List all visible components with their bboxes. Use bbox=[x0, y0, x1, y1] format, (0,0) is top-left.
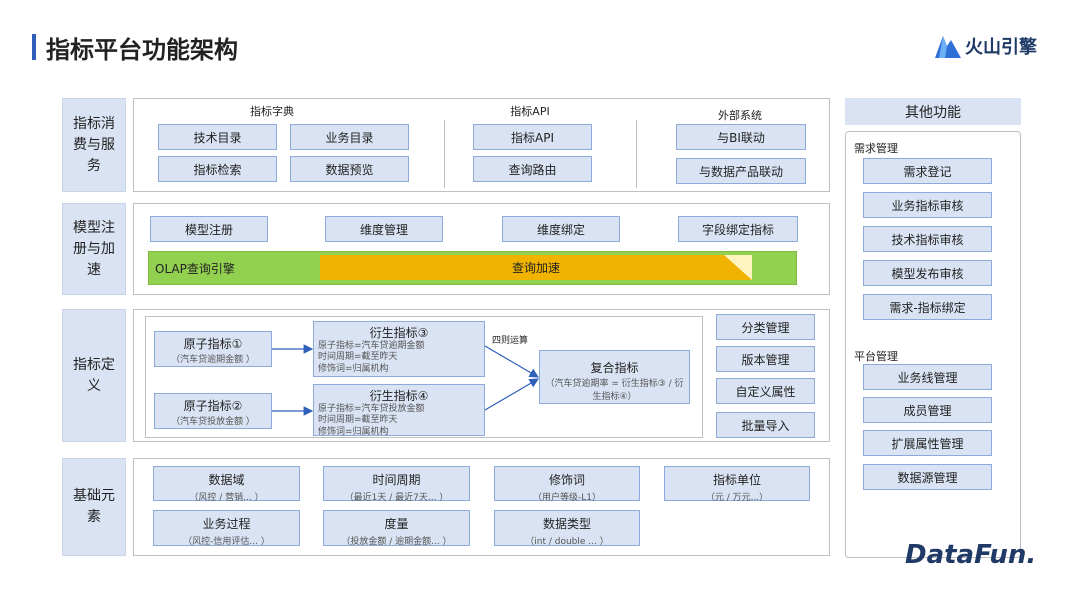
external-title: 外部系统 bbox=[718, 109, 762, 122]
row-label-text: 指标消费与服务 bbox=[73, 115, 115, 174]
other-functions-title: 其他功能 bbox=[905, 104, 961, 121]
atomic-metric-2-sub: （汽车贷投放金额 ） bbox=[171, 417, 255, 427]
requirements-group-label: 需求管理 bbox=[854, 142, 898, 155]
base-item-title: 时间周期 bbox=[372, 473, 421, 487]
base-item-unit[interactable]: 指标单位 （元 / 万元...） bbox=[664, 466, 810, 503]
page-title: 指标平台功能架构 bbox=[46, 36, 238, 64]
composite-metric-sub: （汽车贷逾期率 = 衍生指标③ / 衍生指标④） bbox=[545, 379, 684, 402]
derived-metric-3[interactable]: 衍生指标③ 原子指标=汽车贷逾期金额 时间周期=截至昨天 修饰词=归属机构 bbox=[313, 321, 485, 377]
derived-metric-4-title: 衍生指标④ bbox=[369, 389, 429, 403]
base-item-time-period[interactable]: 时间周期 （最近1天 / 最近7天... ） bbox=[323, 466, 470, 503]
dimension-manage-button[interactable]: 维度管理 bbox=[325, 216, 443, 242]
data-preview-button[interactable]: 数据预览 bbox=[290, 156, 409, 182]
base-item-title: 度量 bbox=[384, 517, 409, 531]
row-label-text: 指标定义 bbox=[73, 356, 115, 394]
derived-metric-3-line: 原子指标=汽车贷逾期金额 bbox=[318, 341, 425, 351]
arrow-derived3-to-composite bbox=[484, 345, 540, 378]
divider bbox=[636, 120, 637, 188]
logo-text: 火山引擎 bbox=[965, 37, 1037, 58]
base-item-sub: （用户等级-L1） bbox=[533, 493, 601, 503]
derived-metric-4-line: 原子指标=汽车贷投放金额 bbox=[318, 404, 425, 414]
bi-link-button[interactable]: 与BI联动 bbox=[676, 124, 806, 150]
olap-label: OLAP查询引擎 bbox=[155, 261, 235, 276]
title-accent-bar bbox=[32, 34, 36, 60]
ops-label: 四则运算 bbox=[492, 336, 529, 346]
datasource-manage-button[interactable]: 数据源管理 bbox=[863, 464, 992, 490]
row-label-model: 模型注册与加速 bbox=[62, 203, 126, 295]
requirement-metric-bind-button[interactable]: 需求-指标绑定 bbox=[863, 294, 992, 320]
derived-metric-4-line: 修饰词=归属机构 bbox=[318, 426, 389, 437]
category-manage-button[interactable]: 分类管理 bbox=[716, 314, 815, 340]
acceleration-label: 查询加速 bbox=[511, 261, 560, 275]
base-item-title: 修饰词 bbox=[548, 473, 585, 487]
composite-metric[interactable]: 复合指标 （汽车贷逾期率 = 衍生指标③ / 衍生指标④） bbox=[539, 350, 690, 404]
derived-metric-3-line: 时间周期=截至昨天 bbox=[318, 352, 398, 363]
base-item-sub: （最近1天 / 最近7天... ） bbox=[344, 493, 449, 503]
base-item-sub: （元 / 万元...） bbox=[705, 493, 769, 503]
base-item-sub: （投放金额 / 逾期金额... ） bbox=[341, 537, 452, 547]
query-routing-button[interactable]: 查询路由 bbox=[473, 156, 592, 182]
atomic-metric-2-title: 原子指标② bbox=[183, 399, 243, 413]
atomic-metric-2[interactable]: 原子指标② （汽车贷投放金额 ） bbox=[154, 393, 272, 429]
derived-metric-4[interactable]: 衍生指标④ 原子指标=汽车贷投放金额 时间周期=截至昨天 修饰词=归属机构 bbox=[313, 384, 485, 437]
arrow-derived4-to-composite bbox=[484, 378, 540, 411]
api-title: 指标API bbox=[510, 105, 550, 118]
data-product-link-button[interactable]: 与数据产品联动 bbox=[676, 158, 806, 184]
volcano-icon bbox=[935, 36, 961, 58]
derived-metric-4-line: 时间周期=截至昨天 bbox=[318, 415, 398, 426]
base-item-sub: （风控-信用评估... ） bbox=[183, 537, 270, 547]
query-acceleration-bar: 查询加速 bbox=[320, 255, 752, 280]
base-item-business-process[interactable]: 业务过程 （风控-信用评估... ） bbox=[153, 510, 300, 547]
dictionary-title: 指标字典 bbox=[250, 105, 294, 118]
derived-metric-3-line: 修饰词=归属机构 bbox=[318, 363, 389, 374]
base-item-title: 业务过程 bbox=[202, 517, 251, 531]
atomic-metric-1-sub: （汽车贷逾期金额 ） bbox=[171, 355, 255, 365]
corner-tag-icon bbox=[724, 255, 752, 280]
atomic-metric-1[interactable]: 原子指标① （汽车贷逾期金额 ） bbox=[154, 331, 272, 367]
model-release-review-button[interactable]: 模型发布审核 bbox=[863, 260, 992, 286]
requirement-register-button[interactable]: 需求登记 bbox=[863, 158, 992, 184]
divider bbox=[444, 120, 445, 188]
other-functions-header: 其他功能 bbox=[845, 98, 1021, 125]
base-item-sub: （风控 / 营销... ） bbox=[189, 493, 264, 503]
base-item-title: 指标单位 bbox=[712, 473, 761, 487]
member-manage-button[interactable]: 成员管理 bbox=[863, 397, 992, 423]
base-item-title: 数据域 bbox=[208, 473, 245, 487]
tech-metric-review-button[interactable]: 技术指标审核 bbox=[863, 226, 992, 252]
derived-metric-3-title: 衍生指标③ bbox=[369, 326, 429, 340]
field-bind-metric-button[interactable]: 字段绑定指标 bbox=[678, 216, 798, 242]
row-label-text: 模型注册与加速 bbox=[73, 219, 115, 278]
row-label-definition: 指标定义 bbox=[62, 309, 126, 442]
dimension-bind-button[interactable]: 维度绑定 bbox=[502, 216, 620, 242]
composite-metric-title: 复合指标 bbox=[590, 361, 639, 375]
extended-attr-manage-button[interactable]: 扩展属性管理 bbox=[863, 430, 992, 456]
base-item-data-domain[interactable]: 数据域 （风控 / 营销... ） bbox=[153, 466, 300, 503]
base-item-title: 数据类型 bbox=[542, 517, 591, 531]
business-line-manage-button[interactable]: 业务线管理 bbox=[863, 364, 992, 390]
platform-group-label: 平台管理 bbox=[854, 350, 898, 363]
model-register-button[interactable]: 模型注册 bbox=[150, 216, 268, 242]
version-manage-button[interactable]: 版本管理 bbox=[716, 346, 815, 372]
custom-attr-button[interactable]: 自定义属性 bbox=[716, 378, 815, 404]
datafun-watermark: DataFun. bbox=[905, 540, 1037, 570]
row-label-base: 基础元素 bbox=[62, 458, 126, 556]
row-label-consumption: 指标消费与服务 bbox=[62, 98, 126, 192]
batch-import-button[interactable]: 批量导入 bbox=[716, 412, 815, 438]
business-catalog-button[interactable]: 业务目录 bbox=[290, 124, 409, 150]
business-metric-review-button[interactable]: 业务指标审核 bbox=[863, 192, 992, 218]
metric-search-button[interactable]: 指标检索 bbox=[158, 156, 277, 182]
metric-api-button[interactable]: 指标API bbox=[473, 124, 592, 150]
atomic-metric-1-title: 原子指标① bbox=[183, 337, 243, 351]
base-item-modifier[interactable]: 修饰词 （用户等级-L1） bbox=[494, 466, 640, 503]
base-item-data-type[interactable]: 数据类型 （int / double ... ） bbox=[494, 510, 640, 547]
tech-catalog-button[interactable]: 技术目录 bbox=[158, 124, 277, 150]
volcengine-logo: 火山引擎 bbox=[935, 32, 1045, 60]
base-item-measure[interactable]: 度量 （投放金额 / 逾期金额... ） bbox=[323, 510, 470, 547]
base-item-sub: （int / double ... ） bbox=[525, 537, 609, 547]
row-label-text: 基础元素 bbox=[73, 488, 115, 525]
